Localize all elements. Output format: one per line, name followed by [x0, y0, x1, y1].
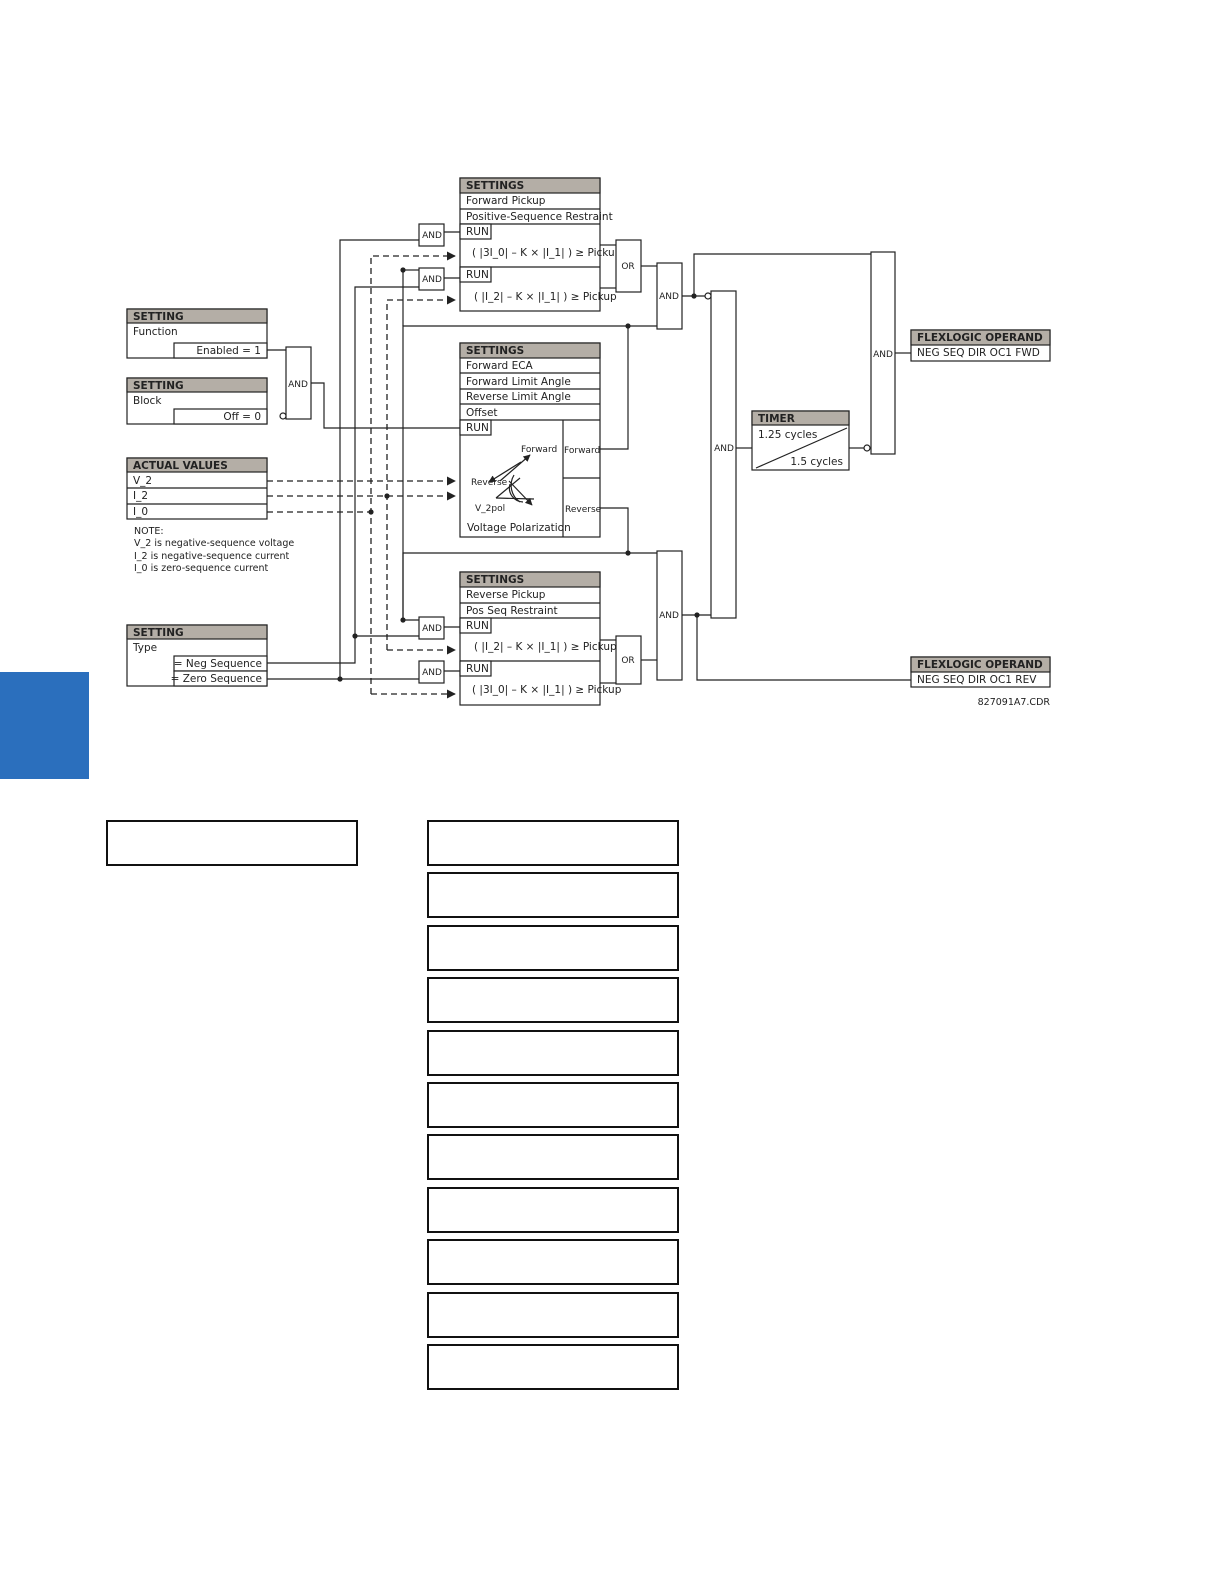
and-gate-fwd-combine: AND [659, 292, 679, 302]
forward-eca-label: Forward ECA [466, 360, 534, 372]
and-gate-enable: AND [288, 380, 308, 390]
and-gate-rev-3i0: AND [422, 668, 442, 678]
flexlogic-rev-block: FLEXLOGIC OPERAND NEG SEQ DIR OC1 REV [910, 656, 1051, 688]
chapter-tab-marker [0, 672, 89, 779]
wires [267, 231, 911, 699]
i0-row: I_0 [133, 506, 148, 518]
right-box [427, 1134, 679, 1180]
run-label: RUN [466, 422, 489, 434]
eca-output-reverse: Reverse [565, 505, 602, 515]
setting-block-block: SETTING Block Off = 0 [126, 377, 268, 425]
and-gate-final: AND [873, 350, 893, 360]
svg-text:Block: Block [133, 395, 162, 407]
flexlogic-fwd-block: FLEXLOGIC OPERAND NEG SEQ DIR OC1 FWD [910, 329, 1051, 362]
settings-eca-block: SETTINGS Forward ECA Forward Limit Angle… [459, 342, 602, 538]
right-box [427, 1344, 679, 1390]
pos-seq-restraint-label: Pos Seq Restraint [466, 605, 558, 617]
svg-text:Type: Type [132, 642, 157, 654]
run-label: RUN [466, 620, 489, 632]
and-gate-rev-i2: AND [422, 624, 442, 634]
reverse-arc-label: Reverse [471, 478, 508, 488]
svg-text:ACTUAL VALUES: ACTUAL VALUES [133, 460, 228, 472]
forward-limit-angle-label: Forward Limit Angle [466, 376, 571, 388]
right-box [427, 1187, 679, 1233]
or-gate-rev: OR [621, 656, 634, 666]
run-label: RUN [466, 269, 489, 281]
offset-label: Offset [466, 407, 498, 419]
settings-eca-header: SETTINGS [466, 345, 524, 357]
polarization-graphic [488, 454, 535, 506]
and-gate-fwd-3i0: AND [422, 231, 442, 241]
svg-text:I_2 is negative-sequence curre: I_2 is negative-sequence current [134, 551, 290, 562]
timer-dropout: 1.5 cycles [790, 456, 843, 468]
svg-text:SETTING: SETTING [133, 380, 184, 392]
svg-text:I_0 is zero-sequence current: I_0 is zero-sequence current [134, 563, 269, 574]
timer-block: TIMER 1.25 cycles 1.5 cycles [751, 410, 850, 471]
reverse-pickup-label: Reverse Pickup [466, 589, 546, 601]
settings-reverse-block: SETTINGS Reverse Pickup Pos Seq Restrain… [459, 571, 622, 706]
svg-text:= Zero Sequence: = Zero Sequence [171, 673, 262, 685]
run-label: RUN [466, 663, 489, 675]
junction-dots [337, 267, 700, 682]
right-box [427, 820, 679, 866]
expr-i2-rev: ( |I_2| – K × |I_1| ) ≥ Pickup [474, 641, 617, 653]
right-box [427, 1082, 679, 1128]
expr-i2-fwd: ( |I_2| – K × |I_1| ) ≥ Pickup [474, 291, 617, 303]
settings-forward-block: SETTINGS Forward Pickup Positive-Sequenc… [459, 177, 622, 312]
svg-text:TIMER: TIMER [758, 413, 795, 425]
timer-pickup: 1.25 cycles [758, 429, 817, 441]
i2-row: I_2 [133, 490, 148, 502]
v2-row: V_2 [133, 475, 152, 487]
svg-text:Enabled = 1: Enabled = 1 [196, 345, 261, 357]
or-gate-fwd: OR [621, 262, 634, 272]
note-block: NOTE: V_2 is negative-sequence voltage I… [134, 526, 294, 574]
and-gate-fwd-i2: AND [422, 275, 442, 285]
settings-forward-header: SETTINGS [466, 180, 524, 192]
svg-text:V_2 is negative-sequence volta: V_2 is negative-sequence voltage [134, 538, 294, 549]
expr-3i0-fwd: ( |3I_0| – K × |I_1| ) ≥ Pickup [472, 247, 622, 259]
setting-function-block: SETTING Function Enabled = 1 [126, 308, 268, 359]
eca-output-forward: Forward [564, 446, 600, 456]
run-label: RUN [466, 226, 489, 238]
left-box [106, 820, 358, 866]
pos-seq-restraint-label: Positive-Sequence Restraint [466, 211, 613, 223]
svg-text:NEG SEQ DIR OC1 REV: NEG SEQ DIR OC1 REV [917, 674, 1037, 686]
settings-reverse-header: SETTINGS [466, 574, 524, 586]
svg-text:Off = 0: Off = 0 [223, 411, 261, 423]
forward-pickup-label: Forward Pickup [466, 195, 546, 207]
voltage-polarization-caption: Voltage Polarization [467, 522, 571, 534]
svg-text:NEG SEQ DIR OC1 FWD: NEG SEQ DIR OC1 FWD [917, 347, 1040, 359]
right-box [427, 1239, 679, 1285]
svg-text:FLEXLOGIC OPERAND: FLEXLOGIC OPERAND [917, 332, 1043, 344]
right-box [427, 1030, 679, 1076]
right-box [427, 977, 679, 1023]
forward-arc-label: Forward [521, 445, 557, 455]
file-id: 827091A7.CDR [978, 697, 1051, 708]
and-gate-fwd-rev: AND [714, 444, 734, 454]
v2pol-label: V_2pol [475, 504, 505, 514]
setting-type-block: SETTING Type = Neg Sequence = Zero Seque… [126, 624, 268, 687]
actual-values-block: ACTUAL VALUES V_2 I_2 I_0 [126, 457, 268, 520]
right-box [427, 872, 679, 918]
right-box [427, 1292, 679, 1338]
gates: AND AND AND AND AND OR OR AND AND AND AN… [279, 223, 896, 685]
expr-3i0-rev: ( |3I_0| – K × |I_1| ) ≥ Pickup [472, 684, 622, 696]
right-box [427, 925, 679, 971]
svg-text:NOTE:: NOTE: [134, 526, 164, 537]
svg-text:Function: Function [133, 326, 178, 338]
and-gate-rev-combine: AND [659, 611, 679, 621]
svg-text:= Neg Sequence: = Neg Sequence [174, 658, 262, 670]
svg-text:FLEXLOGIC OPERAND: FLEXLOGIC OPERAND [917, 659, 1043, 671]
svg-text:SETTING: SETTING [133, 311, 184, 323]
svg-text:SETTING: SETTING [133, 627, 184, 639]
reverse-limit-angle-label: Reverse Limit Angle [466, 391, 571, 403]
